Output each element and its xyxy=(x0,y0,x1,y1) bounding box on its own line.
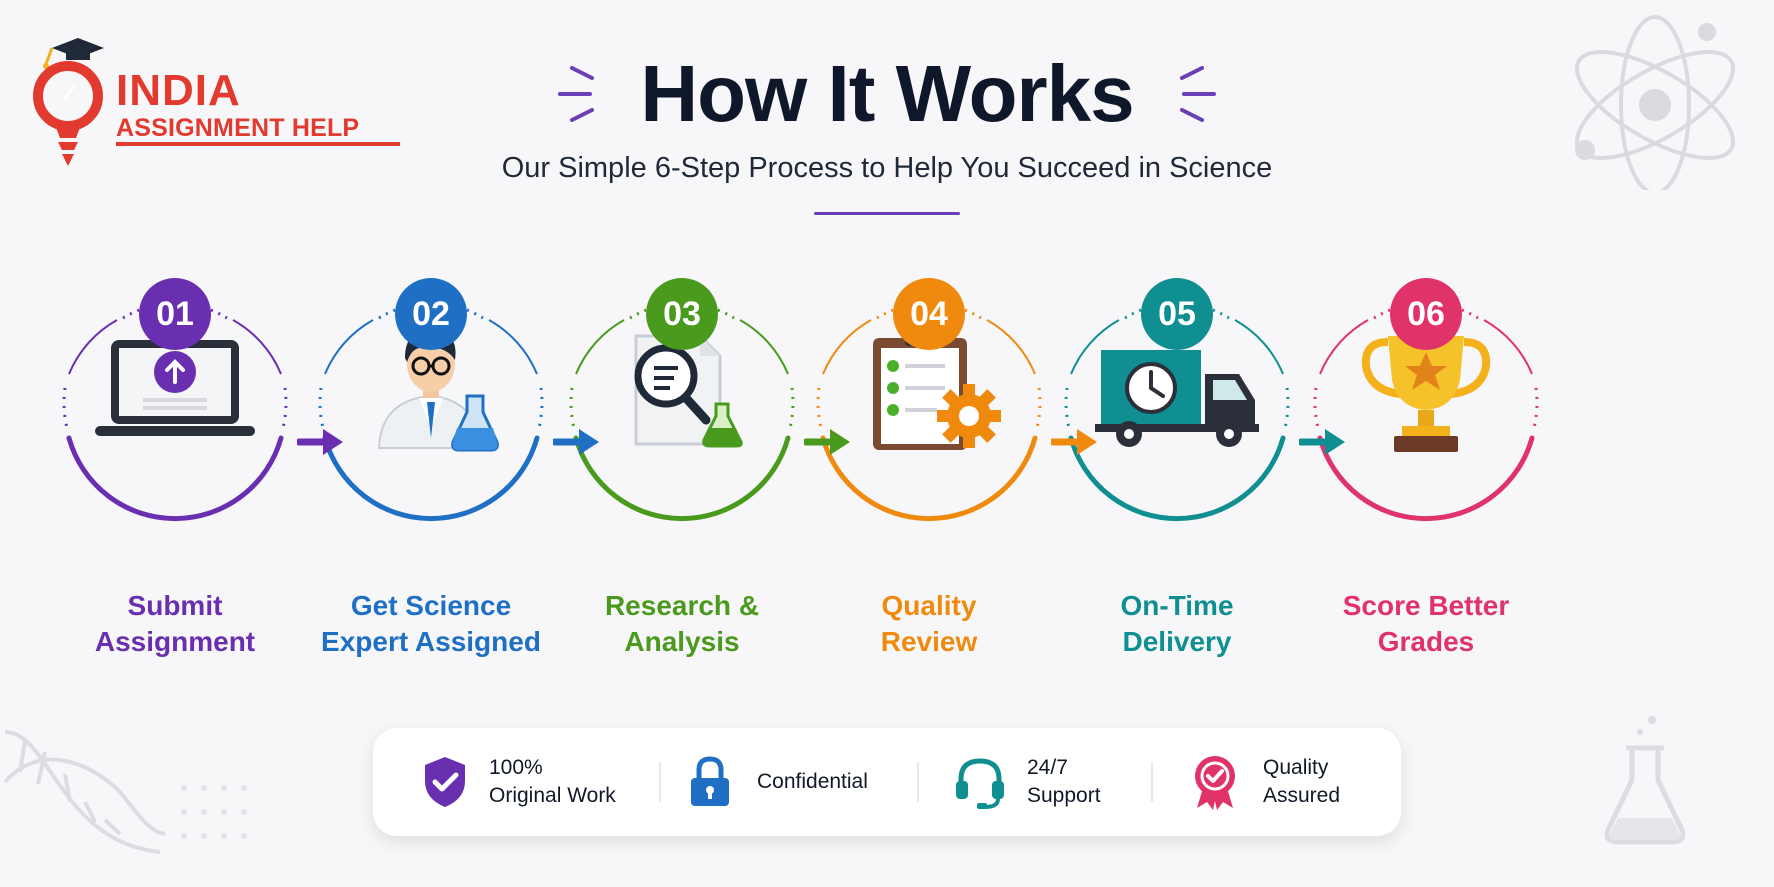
step-label: Quality Review xyxy=(779,588,1079,660)
feature-divider xyxy=(917,762,919,802)
step-label-line: Assignment xyxy=(94,626,256,657)
process-step: 03 Research & Analysis xyxy=(562,278,802,678)
step-arrow-icon xyxy=(297,429,343,455)
bulb-graduation-icon xyxy=(33,38,104,166)
step-arrow-icon xyxy=(553,429,599,455)
lock-icon xyxy=(691,756,729,806)
flask-icon xyxy=(1604,716,1686,845)
process-step: 05 On-Time Delivery xyxy=(1057,278,1297,678)
process-step: 02 Get Science Expert Assigned xyxy=(311,278,551,678)
step-label-line: Score Better xyxy=(1342,590,1510,621)
feature-confidential: Confidential xyxy=(689,728,868,836)
magnifier-document-icon xyxy=(634,334,743,448)
feature-original-work: 100% Original Work xyxy=(421,728,616,836)
step-ring xyxy=(1313,308,1539,522)
brand-name-top: INDIA xyxy=(116,66,241,115)
step-label-line: Submit xyxy=(127,590,223,621)
dot-grid-icon xyxy=(181,785,247,839)
step-label-line: Research & xyxy=(604,590,760,621)
step-label: On-Time Delivery xyxy=(1027,588,1327,660)
step-number-badge: 05 xyxy=(1141,278,1213,350)
step-number-badge: 04 xyxy=(893,278,965,350)
step-label-line: Analysis xyxy=(624,626,740,657)
brand-logo[interactable]: INDIA ASSIGNMENT HELP xyxy=(30,38,400,168)
step-number-badge: 06 xyxy=(1390,278,1462,350)
step-label-line: Quality xyxy=(881,590,977,621)
step-ring xyxy=(62,308,288,522)
step-number-badge: 01 xyxy=(139,278,211,350)
step-arrow-icon xyxy=(1299,429,1345,455)
process-step: 01 Submit Assignment xyxy=(55,278,295,678)
brand-underline xyxy=(116,142,400,146)
step-label-line: Review xyxy=(880,626,978,657)
step-arrow-icon xyxy=(1051,429,1097,455)
feature-label: 100% Original Work xyxy=(489,756,616,807)
step-number-badge: 03 xyxy=(646,278,718,350)
award-badge-icon xyxy=(1195,756,1235,810)
step-label: Submit Assignment xyxy=(25,588,325,660)
delivery-truck-icon xyxy=(1095,350,1259,447)
process-step: 04 Quality Review xyxy=(809,278,1049,678)
brand-name-bottom: ASSIGNMENT HELP xyxy=(116,114,360,142)
step-label-line: Get Science xyxy=(350,590,512,621)
title-sparks-left-icon xyxy=(558,66,594,122)
step-ring xyxy=(1064,308,1290,522)
title-sparks-right-icon xyxy=(1180,66,1216,122)
feature-label: Quality Assured xyxy=(1263,756,1341,807)
step-label-line: On-Time xyxy=(1120,590,1234,621)
dna-icon xyxy=(3,730,166,854)
feature-support: 24/7 Support xyxy=(953,728,1101,836)
feature-divider xyxy=(659,762,661,802)
features-bar: 100% Original Work Confidential 24/7 Sup… xyxy=(373,728,1401,836)
shield-check-icon xyxy=(425,757,465,807)
step-ring xyxy=(569,308,795,522)
page-subtitle: Our Simple 6-Step Process to Help You Su… xyxy=(501,152,1273,184)
laptop-upload-icon xyxy=(95,340,255,436)
feature-quality-assured: Quality Assured xyxy=(1191,728,1340,836)
feature-label: 24/7 Support xyxy=(1027,756,1101,807)
scientist-icon xyxy=(377,329,499,452)
step-number-badge: 02 xyxy=(395,278,467,350)
page-title: How It Works xyxy=(640,49,1134,138)
process-step: 06 Score Better Grades xyxy=(1306,278,1546,678)
step-label: Get Science Expert Assigned xyxy=(281,588,581,660)
step-label-line: Expert Assigned xyxy=(321,626,541,657)
headset-icon xyxy=(956,758,1004,809)
step-label: Score Better Grades xyxy=(1276,588,1576,660)
feature-divider xyxy=(1151,762,1153,802)
step-label-line: Delivery xyxy=(1122,626,1232,657)
step-label-line: Grades xyxy=(1377,626,1475,657)
title-divider xyxy=(814,212,960,215)
feature-label: Confidential xyxy=(757,770,868,793)
step-ring xyxy=(318,308,544,522)
step-arrow-icon xyxy=(804,429,850,455)
atom-icon xyxy=(1574,15,1736,190)
trophy-icon xyxy=(1361,336,1491,452)
step-label: Research & Analysis xyxy=(532,588,832,660)
